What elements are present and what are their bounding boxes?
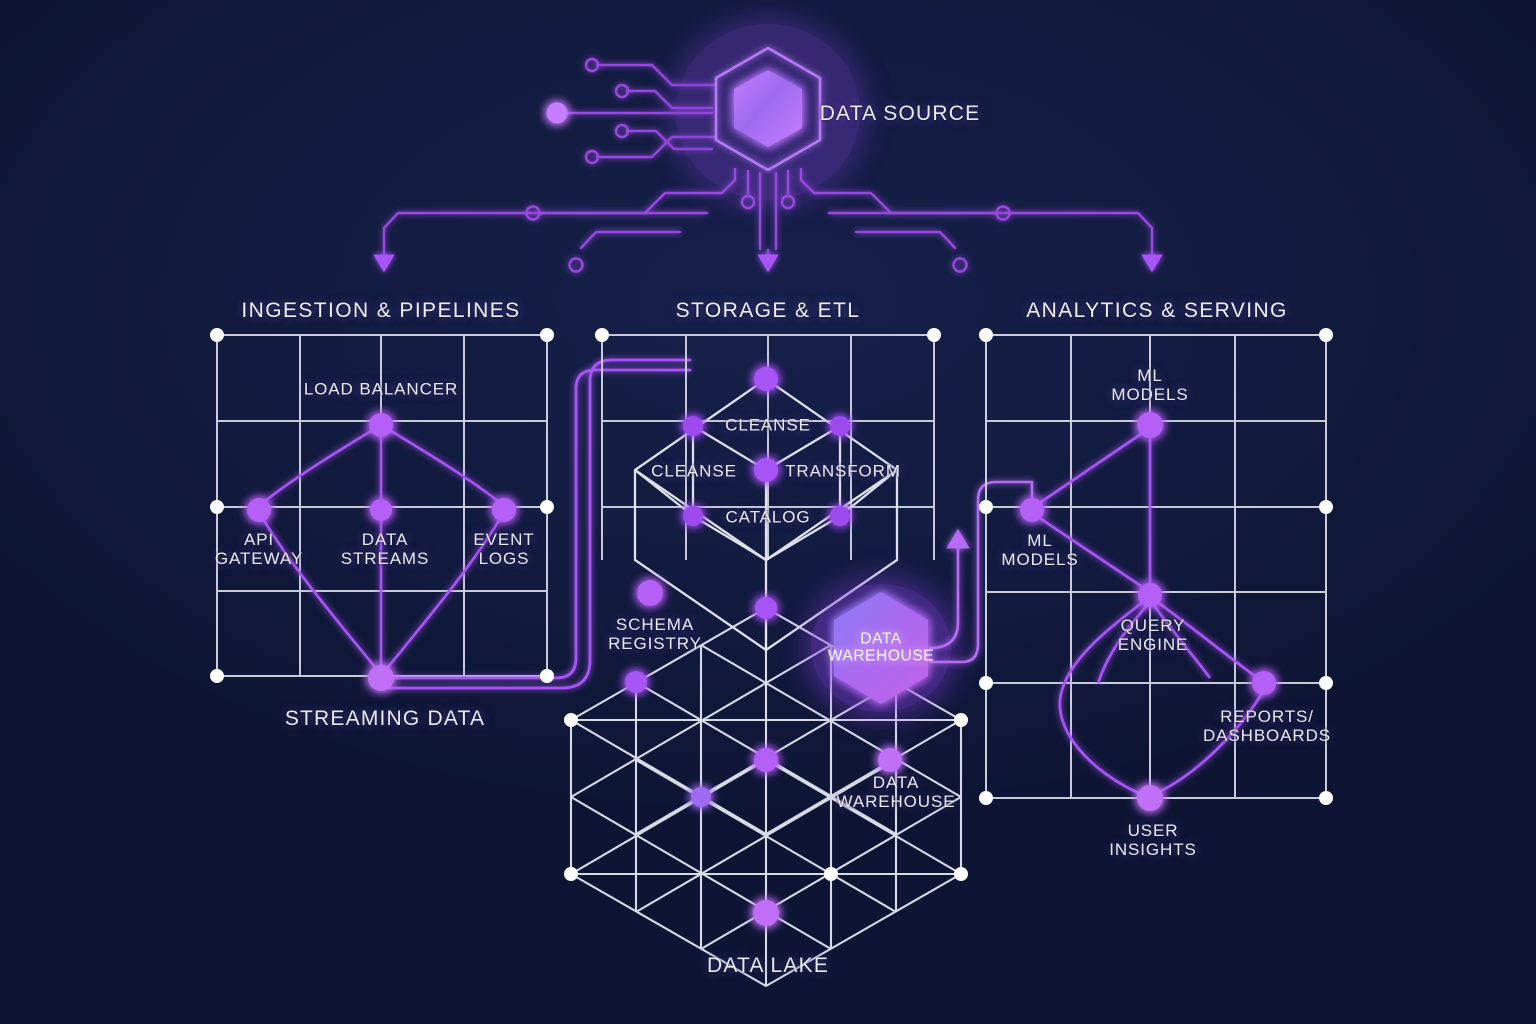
source-hexagon-core xyxy=(734,70,802,147)
source-terminal-dot xyxy=(546,102,568,124)
storage-to-analytics-connector xyxy=(928,480,1034,664)
data-warehouse-hexagon xyxy=(834,592,928,704)
data-lake-corner-dots xyxy=(564,713,968,881)
ingestion-to-storage-connector xyxy=(383,358,692,690)
analytics-grid xyxy=(985,334,1327,799)
source-hexagon-outline xyxy=(714,46,822,172)
analytics-links xyxy=(1037,430,1266,797)
graph-nodes xyxy=(247,367,1276,926)
ingestion-links xyxy=(257,423,506,673)
distribution-bus xyxy=(373,191,1163,273)
source-output-legs xyxy=(721,168,815,250)
bus-terminal-rings xyxy=(525,194,1011,273)
source-trace-terminals xyxy=(584,57,630,165)
connector-joint-dot xyxy=(540,669,554,683)
analytics-grid-corner-dots xyxy=(979,328,1333,805)
storage-grid-corner-dots xyxy=(595,328,941,342)
